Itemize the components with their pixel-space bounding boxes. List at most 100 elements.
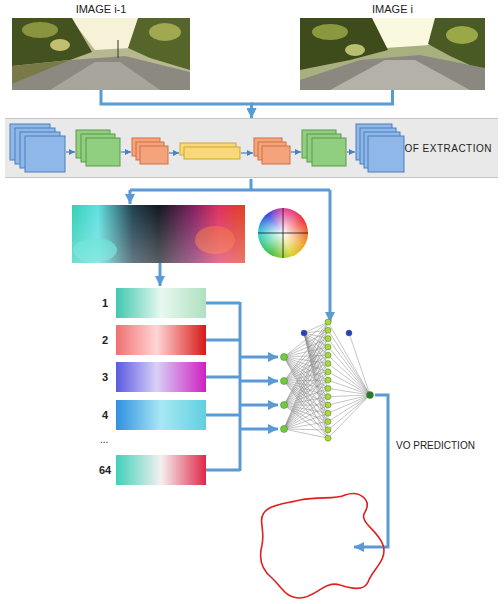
photo-foliage <box>312 24 348 40</box>
photo-left <box>12 18 190 90</box>
block-arrow <box>66 151 75 152</box>
layer-block <box>262 146 290 164</box>
network-link <box>284 405 328 430</box>
network-link <box>284 405 328 406</box>
block-arrow <box>347 151 355 152</box>
step-label: VO PREDICTION <box>396 440 475 451</box>
network-link <box>284 397 328 429</box>
network-link <box>304 333 328 397</box>
photo-foliage <box>149 23 181 41</box>
flow-patch <box>116 455 206 485</box>
network-neuron <box>281 378 288 385</box>
network-link <box>284 355 328 381</box>
network-link <box>284 381 328 388</box>
layer-block <box>15 128 55 164</box>
network-link <box>284 330 328 429</box>
network-link <box>304 333 328 413</box>
network-link <box>284 357 328 397</box>
network-link <box>284 355 328 405</box>
flow-blob <box>73 238 117 262</box>
network-link <box>284 357 328 438</box>
network-link <box>304 333 328 388</box>
input-arrow <box>240 428 278 431</box>
network-link <box>284 357 328 372</box>
network-link <box>284 357 328 405</box>
network-link <box>284 429 328 431</box>
network-link <box>284 381 328 413</box>
split-line <box>250 179 253 190</box>
layer-block <box>81 134 115 162</box>
block-arrow <box>291 151 301 152</box>
network-link <box>304 333 328 339</box>
flow-connector <box>101 90 252 118</box>
photo-road <box>12 56 190 90</box>
patch-line <box>206 302 240 305</box>
network-neuron <box>325 419 331 425</box>
network-link <box>328 355 370 395</box>
network-link <box>284 347 328 429</box>
network-neuron <box>281 426 288 433</box>
output-arrow <box>354 395 388 547</box>
block-arrow <box>121 151 131 152</box>
network-link <box>284 422 328 429</box>
network-link <box>328 395 370 413</box>
layer-block <box>136 142 164 160</box>
layer-block <box>132 138 160 156</box>
network-neuron <box>325 361 331 367</box>
network-link <box>284 347 328 381</box>
network-neuron <box>325 394 331 400</box>
network-link <box>284 357 328 388</box>
ellipsis: ... <box>100 434 108 445</box>
network-neuron <box>281 402 288 409</box>
network-link <box>304 333 328 347</box>
color-wheel <box>258 208 308 258</box>
network-link <box>328 347 370 395</box>
network-link <box>328 322 370 395</box>
layer-block <box>364 132 400 168</box>
network-link <box>284 339 328 357</box>
network-link <box>284 357 328 364</box>
network-link <box>304 333 328 380</box>
network-link <box>328 339 370 395</box>
flow-patch-box: 1 <box>96 288 206 318</box>
network-link <box>284 429 328 438</box>
layer-block <box>180 143 236 155</box>
split-line <box>130 189 330 192</box>
network-link <box>304 333 328 364</box>
network-link <box>284 322 328 405</box>
photo-sky <box>70 18 140 50</box>
layer-stack <box>254 138 290 164</box>
network-link <box>328 395 370 405</box>
flow-patch <box>116 362 206 392</box>
input-arrow <box>240 356 278 359</box>
network-link <box>284 355 328 429</box>
photo-base <box>12 18 190 90</box>
layer-stack <box>10 124 65 172</box>
network-link <box>284 357 328 430</box>
photo-foliage <box>22 22 58 38</box>
network-link <box>328 372 370 395</box>
photo-foliage <box>345 44 365 56</box>
network-link <box>284 372 328 405</box>
network-link <box>328 395 370 422</box>
network-link <box>304 333 328 355</box>
node-text: 1 <box>96 297 114 309</box>
photo-road <box>300 55 485 90</box>
network-link <box>284 330 328 357</box>
network-link <box>304 333 328 438</box>
network-neuron <box>325 385 331 391</box>
layer-block <box>312 138 346 166</box>
layer-block <box>10 124 50 160</box>
layer-block <box>184 147 240 159</box>
layer-block <box>140 146 168 164</box>
flow-patch <box>116 400 206 430</box>
flow-patch-box: 3 <box>96 362 206 392</box>
layer-block <box>307 134 341 162</box>
node-text: IMAGE i-1 <box>12 2 190 16</box>
split-arrow <box>129 190 132 204</box>
photo-pole <box>118 40 119 58</box>
network-link <box>284 330 328 405</box>
layer-block <box>356 124 392 160</box>
network-neuron <box>325 336 331 342</box>
